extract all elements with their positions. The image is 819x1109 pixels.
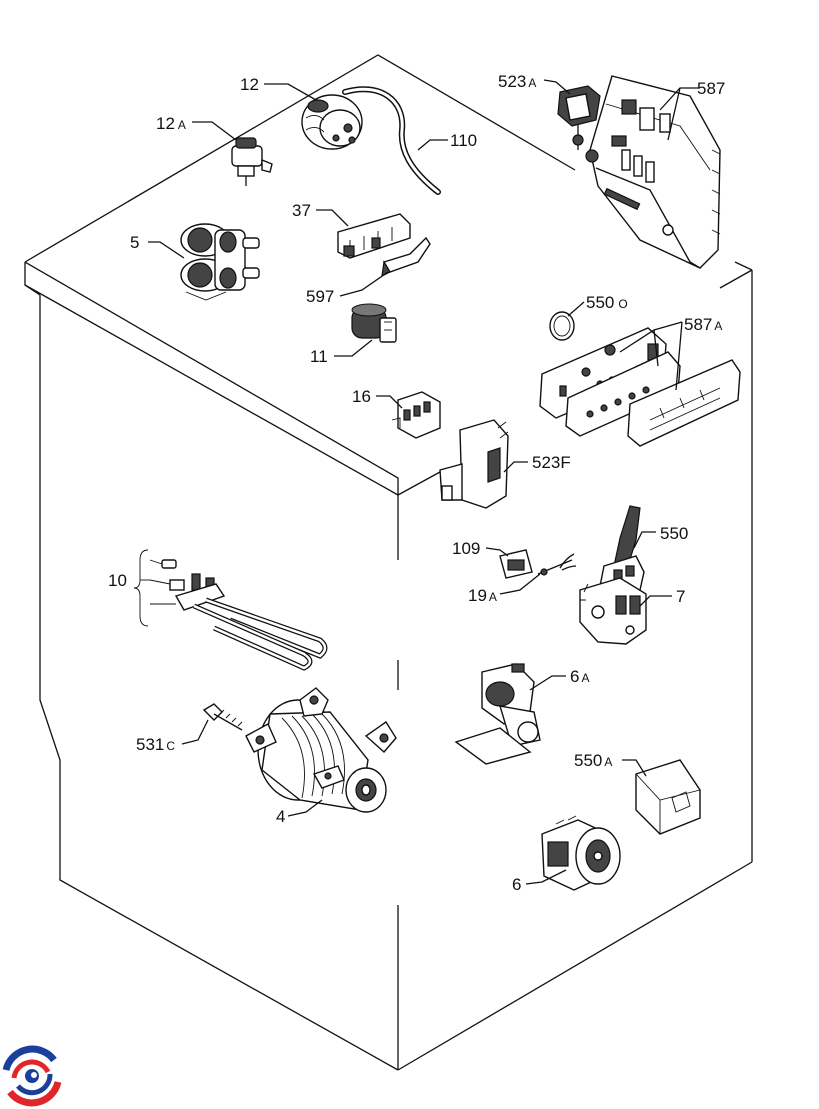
label-109: 109 bbox=[452, 539, 480, 558]
pressure-switch-part bbox=[301, 94, 363, 150]
control-board-part bbox=[585, 75, 721, 269]
capacitor-part bbox=[351, 303, 397, 343]
label-12: 12 bbox=[240, 75, 259, 94]
label-4: 4 bbox=[276, 807, 285, 826]
program-switch-part bbox=[439, 419, 509, 509]
leader-lines bbox=[148, 79, 700, 885]
heating-element-part bbox=[133, 549, 328, 671]
label-523f: 523F bbox=[532, 453, 571, 472]
protector-box-part bbox=[635, 759, 701, 835]
drain-pump-part bbox=[454, 663, 541, 765]
bolt-part bbox=[202, 703, 243, 731]
label-10: 10 bbox=[108, 571, 127, 590]
label-597: 597 bbox=[306, 287, 334, 306]
label-7: 7 bbox=[676, 587, 685, 606]
temperature-probe-part bbox=[537, 553, 577, 576]
motor-part bbox=[245, 687, 397, 813]
selector-knob-part bbox=[557, 85, 601, 150]
label-5: 5 bbox=[130, 233, 139, 252]
brand-logo bbox=[2, 1045, 62, 1107]
circulation-pump-part bbox=[541, 815, 621, 891]
o-ring-part bbox=[549, 311, 575, 341]
cabinet-outline bbox=[24, 54, 753, 1071]
label-550: 550 bbox=[660, 524, 688, 543]
label-16: 16 bbox=[352, 387, 371, 406]
label-6: 6 bbox=[512, 875, 521, 894]
display-board-part bbox=[539, 327, 741, 447]
label-37: 37 bbox=[292, 201, 311, 220]
door-interlock-part bbox=[391, 391, 441, 439]
label-110: 110 bbox=[450, 131, 477, 150]
label-11: 11 bbox=[310, 347, 328, 366]
pressure-hose-part bbox=[342, 86, 441, 195]
small-pressure-switch-part bbox=[231, 137, 273, 186]
terminal-block-part bbox=[337, 213, 411, 259]
thermostat-connector-part bbox=[499, 549, 533, 579]
inlet-valve-part bbox=[180, 223, 260, 301]
label-587: 587 bbox=[697, 79, 725, 98]
door-lock-part bbox=[579, 577, 647, 645]
